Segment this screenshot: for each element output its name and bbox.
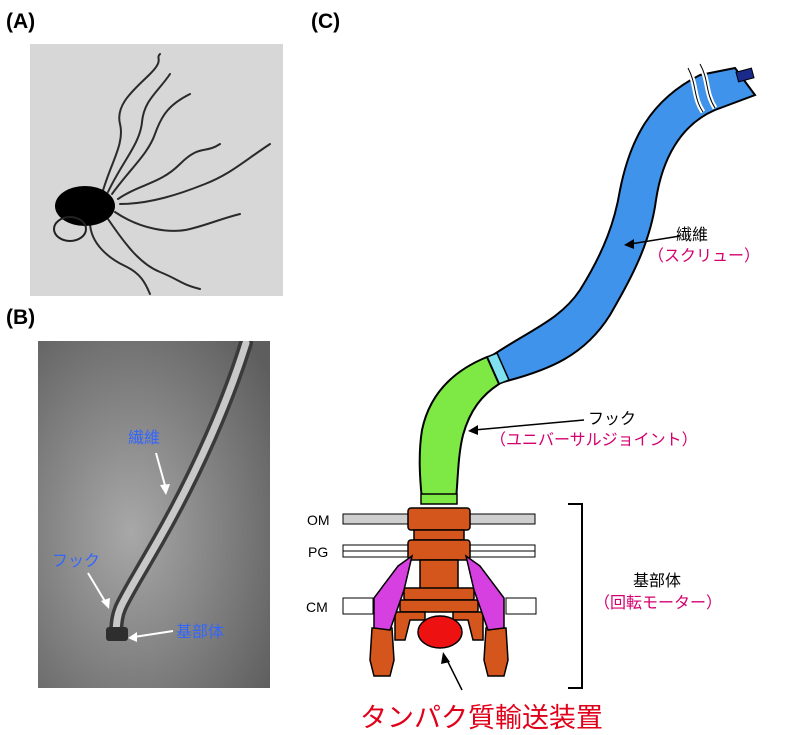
photo-label-filament: 繊維 [128, 428, 160, 447]
c-ring-left-upper [394, 611, 426, 641]
ms-ring-top [403, 587, 475, 601]
ms-ring-bottom [399, 599, 479, 613]
panel-label-a: (A) [6, 10, 36, 33]
label-om: OM [307, 512, 330, 528]
c-ring-right-upper [452, 611, 484, 641]
hook-base-ring [420, 493, 458, 505]
label-hook-role: （ユニバーサルジョイント） [490, 430, 698, 449]
peptidoglycan-layer [342, 544, 536, 558]
filament-cap [735, 67, 755, 83]
label-basal-body: 基部体 [633, 571, 681, 590]
cytoplasmic-membrane [342, 597, 537, 615]
flagellum-micrograph: 繊維 フック 基部体 [38, 341, 270, 688]
stator-right [464, 554, 505, 631]
basal-body [369, 507, 509, 677]
bacterium-micrograph [30, 44, 283, 296]
label-export-apparatus: タンパク質輸送装置 [360, 703, 603, 734]
filament-rod [112, 341, 250, 635]
filament-shape [491, 66, 757, 384]
label-pg: PG [308, 544, 328, 560]
flagella-strands [89, 53, 271, 295]
rod-lower [419, 559, 459, 591]
label-basal-body-role: （回転モーター） [594, 593, 722, 612]
photo-label-hook: フック [52, 551, 100, 570]
photo-label-basal-body: 基部体 [176, 622, 224, 641]
p-ring [407, 539, 471, 561]
panel-label-c: (C) [311, 10, 341, 33]
l-ring [407, 507, 471, 531]
label-filament: 繊維 [676, 225, 708, 244]
rod-segment [413, 529, 465, 541]
panel-label-b: (B) [6, 306, 36, 329]
label-hook: フック [588, 409, 636, 428]
cell-loop [53, 216, 87, 242]
c-ring-left-lower [369, 627, 395, 677]
label-cm: CM [306, 599, 328, 615]
stator-left [373, 554, 414, 631]
c-ring-right-lower [483, 627, 509, 677]
export-apparatus [417, 615, 463, 649]
label-filament-role: （スクリュー） [648, 246, 760, 265]
basal-body-blob [106, 627, 128, 641]
basal-body-bracket [568, 503, 583, 689]
